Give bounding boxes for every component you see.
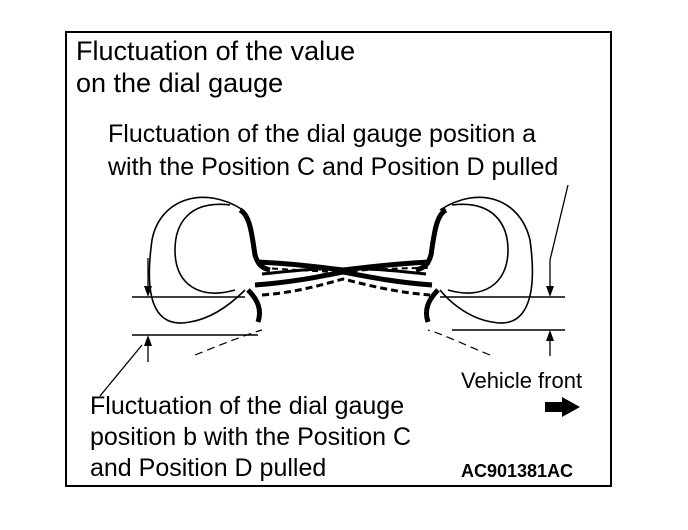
figure-frame [65,31,612,487]
leader-a [549,184,569,261]
caption-a-line-2: with the Position C and Position D pulle… [108,153,559,181]
caption-b-line-3: and Position D pulled [90,454,327,482]
axle-beam-center [261,267,427,276]
caption-a-line-1: Fluctuation of the dial gauge position a [108,120,537,148]
title-line-1: Fluctuation of the value [76,36,356,66]
left-arm-dashed [194,329,263,356]
figure-code: AC901381AC [461,461,574,481]
arrow-right-icon [545,397,580,417]
right-wheel-outline [439,196,534,324]
title-line-2: on the dial gauge [76,68,284,98]
caption-b-line-1: Fluctuation of the dial gauge [90,392,405,420]
right-arm-dashed [427,329,491,356]
leader-b [99,344,143,397]
vehicle-front-label: Vehicle front [461,368,583,393]
left-wheel-outline [148,196,246,324]
axle-beam-displaced-lower [261,277,431,297]
caption-b-line-2: position b with the Position C [90,423,412,451]
